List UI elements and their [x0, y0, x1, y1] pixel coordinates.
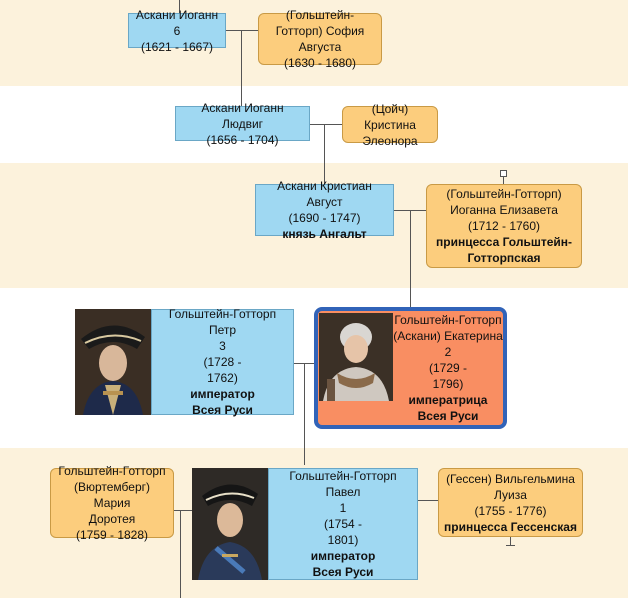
- person-dates: 1762): [207, 371, 238, 385]
- connector-line: [510, 537, 511, 545]
- person-title: принцесса Гессенская: [444, 519, 577, 534]
- person-info: Гольштейн-Готторп (Аскани) Екатерина 2 (…: [393, 311, 503, 425]
- portrait-photo-petr-3: [75, 309, 151, 415]
- person-card-sofia-augusta[interactable]: (Гольштейн-Готторп) София Августа (1630 …: [258, 8, 382, 70]
- person-title: император: [190, 387, 255, 401]
- person-name: (Цойч) Кристина Элеонора: [362, 101, 418, 148]
- person-dates: (1754 -: [323, 517, 363, 531]
- person-title: Всея Руси: [417, 409, 479, 423]
- person-dates: (1759 - 1828): [75, 528, 149, 542]
- person-card-pavel-1[interactable]: Гольштейн-Готторп Павел 1 (1754 - 1801) …: [268, 468, 418, 580]
- connector-line: [418, 500, 438, 501]
- person-title: император: [310, 549, 376, 563]
- portrait-image: [75, 309, 151, 415]
- person-title: императрица: [408, 393, 488, 407]
- connector-line: [226, 30, 258, 31]
- connector-line: [324, 124, 325, 184]
- portrait-photo-ekaterina-2: [319, 313, 393, 401]
- person-title: князь Ангальт: [282, 227, 367, 241]
- person-name: 3: [219, 339, 226, 353]
- person-card-kristina-eleonora[interactable]: (Цойч) Кристина Элеонора: [342, 102, 438, 148]
- person-dates: (1729 -: [428, 361, 468, 375]
- connector-line: [174, 510, 192, 511]
- person-card-vilgelmina-luiza[interactable]: (Гессен) Вильгельмина Луиза (1755 - 1776…: [438, 468, 583, 537]
- person-dates: (1690 - 1747): [288, 211, 361, 225]
- person-dates: 1796): [432, 377, 464, 391]
- person-name: Гольштейн-Готторп: [394, 313, 502, 327]
- portrait-photo-pavel-1: [192, 468, 268, 580]
- person-name: Аскани Кристиан Август: [277, 179, 372, 209]
- person-title: Всея Руси: [192, 403, 253, 417]
- portrait-image: [319, 313, 393, 401]
- person-dates: 1801): [327, 533, 359, 547]
- person-card-petr-3[interactable]: Гольштейн-Готторп Петр 3 (1728 - 1762) и…: [151, 307, 294, 417]
- connector-line: [294, 363, 316, 364]
- person-name: (Аскани) Екатерина: [393, 329, 503, 343]
- person-card-mariya-doroteya[interactable]: Гольштейн-Готторп (Вюртемберг) Мария Дор…: [50, 464, 174, 542]
- person-dates: (1621 - 1667): [140, 39, 214, 54]
- person-name: (Гольштейн-Готторп) София Августа: [275, 8, 365, 54]
- person-name: Гольштейн-Готторп Павел: [289, 469, 397, 499]
- person-card-askani-iogann-6[interactable]: Аскани Иоганн 6 (1621 - 1667): [128, 8, 226, 54]
- person-dates: (1656 - 1704): [206, 132, 279, 147]
- connector-line: [410, 210, 411, 308]
- connector-line: [310, 124, 342, 125]
- person-name: (Вюртемберг) Мария: [73, 480, 151, 510]
- connector-line: [304, 363, 305, 465]
- person-name: Гольштейн-Готторп: [58, 464, 166, 478]
- person-name: Аскани Иоганн Людвиг: [201, 100, 284, 131]
- connector-line: [503, 176, 504, 184]
- person-dates: (1712 - 1760): [467, 219, 541, 233]
- connector-line: [179, 0, 180, 13]
- connector-line: [506, 545, 515, 546]
- person-dates: (1755 - 1776): [474, 503, 547, 518]
- person-name: Аскани Иоганн 6: [135, 7, 219, 38]
- person-card-iogann-ludwig[interactable]: Аскани Иоганн Людвиг (1656 - 1704): [175, 101, 310, 147]
- person-name: 2: [444, 345, 452, 359]
- person-dates: (1630 - 1680): [283, 56, 357, 70]
- person-title: принцесса Гольштейн-Готторпская: [435, 235, 572, 265]
- portrait-image: [192, 468, 268, 580]
- person-card-kristian-august[interactable]: Аскани Кристиан Август (1690 - 1747) кня…: [255, 179, 394, 241]
- person-dates: (1728 -: [203, 355, 242, 369]
- person-card-ekaterina-2-selected[interactable]: Гольштейн-Готторп (Аскани) Екатерина 2 (…: [314, 307, 507, 429]
- connector-line: [180, 510, 181, 598]
- person-name: (Гессен) Вильгельмина: [446, 471, 575, 486]
- person-title: Всея Руси: [312, 565, 374, 579]
- person-name: Луиза: [494, 487, 527, 502]
- connector-line: [241, 30, 242, 106]
- person-card-ioganna-elizaveta[interactable]: (Гольштейн-Готторп) Иоганна Елизавета (1…: [426, 184, 582, 268]
- person-name: (Гольштейн-Готторп) Иоганна Елизавета: [446, 187, 562, 217]
- expand-marker[interactable]: [500, 170, 507, 177]
- person-name: Гольштейн-Готторп Петр: [168, 307, 277, 337]
- person-name: Доротея: [88, 512, 136, 526]
- person-name: 1: [339, 501, 347, 515]
